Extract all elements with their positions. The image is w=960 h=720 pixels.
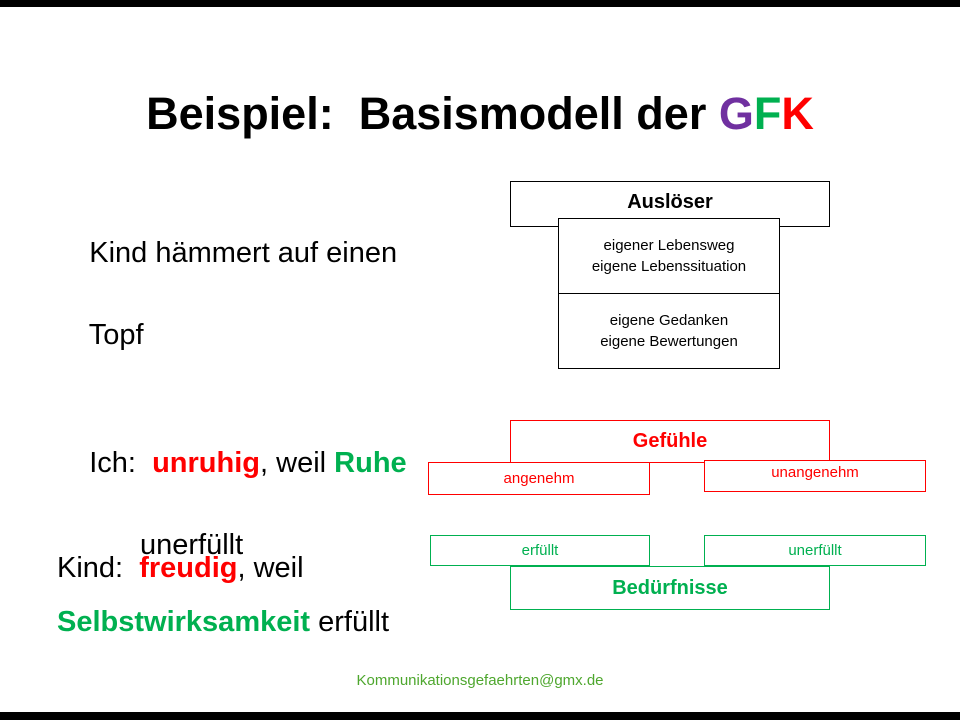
unangenehm-label: unangenehm	[771, 464, 859, 481]
ausloeser-detail-box: eigener Lebensweg eigene Lebenssituation…	[558, 218, 780, 369]
ausloeser-label: Auslöser	[627, 191, 713, 213]
kind-need: Selbstwirksamkeit	[57, 606, 311, 638]
ich-prefix: Ich:	[89, 447, 153, 479]
kind-middle: , weil	[237, 552, 304, 584]
footer-email: Kommunikationsgefaehrten@gmx.de	[356, 672, 604, 689]
unangenehm-box: unangenehm	[704, 460, 926, 492]
kind-statement-line2: Selbstwirksamkeit erfüllt	[57, 602, 389, 643]
top-border-bar	[0, 0, 960, 7]
angenehm-box: angenehm	[428, 462, 650, 495]
ich-middle: , weil	[260, 447, 335, 479]
ich-statement: Ich: unruhig, weil Ruhe unerfüllt	[57, 402, 406, 648]
inner-bottom-line1: eigene Gedanken	[609, 311, 729, 329]
unerfuellt-label: unerfüllt	[788, 542, 842, 559]
kind-prefix: Kind:	[57, 552, 140, 584]
kind-suffix: erfüllt	[310, 606, 390, 638]
kind-feeling: freudig	[139, 552, 238, 584]
bottom-border-bar	[0, 712, 960, 720]
inner-top-line2: eigene Lebenssituation	[591, 257, 747, 275]
ich-need: Ruhe	[334, 447, 407, 479]
ausloeser-detail-top-cell: eigener Lebensweg eigene Lebenssituation	[559, 219, 779, 294]
ich-line1: Ich: unruhig, weil Ruhe	[89, 447, 406, 479]
beduerfnisse-box: Bedürfnisse	[510, 566, 830, 610]
ausloeser-detail-bottom-cell: eigene Gedanken eigene Bewertungen	[559, 294, 779, 369]
title-letter-g: G	[718, 88, 754, 140]
ich-feeling: unruhig	[152, 447, 261, 479]
inner-top-line1: eigener Lebensweg	[603, 236, 735, 254]
title-letter-k: K	[781, 88, 814, 140]
situation-text: Kind hämmert auf einen Topf	[57, 192, 397, 397]
unerfuellt-box: unerfüllt	[704, 535, 926, 566]
erfuellt-box: erfüllt	[430, 535, 650, 566]
inner-bottom-line2: eigene Bewertungen	[600, 332, 738, 350]
gefuehle-label: Gefühle	[632, 430, 708, 452]
beduerfnisse-label: Bedürfnisse	[612, 576, 728, 599]
angenehm-label: angenehm	[503, 470, 575, 487]
gefuehle-box: Gefühle	[510, 420, 830, 463]
situation-line1: Kind hämmert auf einen	[89, 237, 398, 269]
erfuellt-label: erfüllt	[521, 542, 559, 559]
kind-statement-line1: Kind: freudig, weil	[57, 548, 304, 589]
situation-line2: Topf	[88, 319, 144, 351]
slide-title: Beispiel: Basismodell der GFK	[0, 88, 960, 140]
title-letter-f: F	[753, 88, 782, 140]
ich-line2: unerfüllt	[140, 529, 244, 561]
title-text: Beispiel: Basismodell der	[146, 88, 719, 140]
